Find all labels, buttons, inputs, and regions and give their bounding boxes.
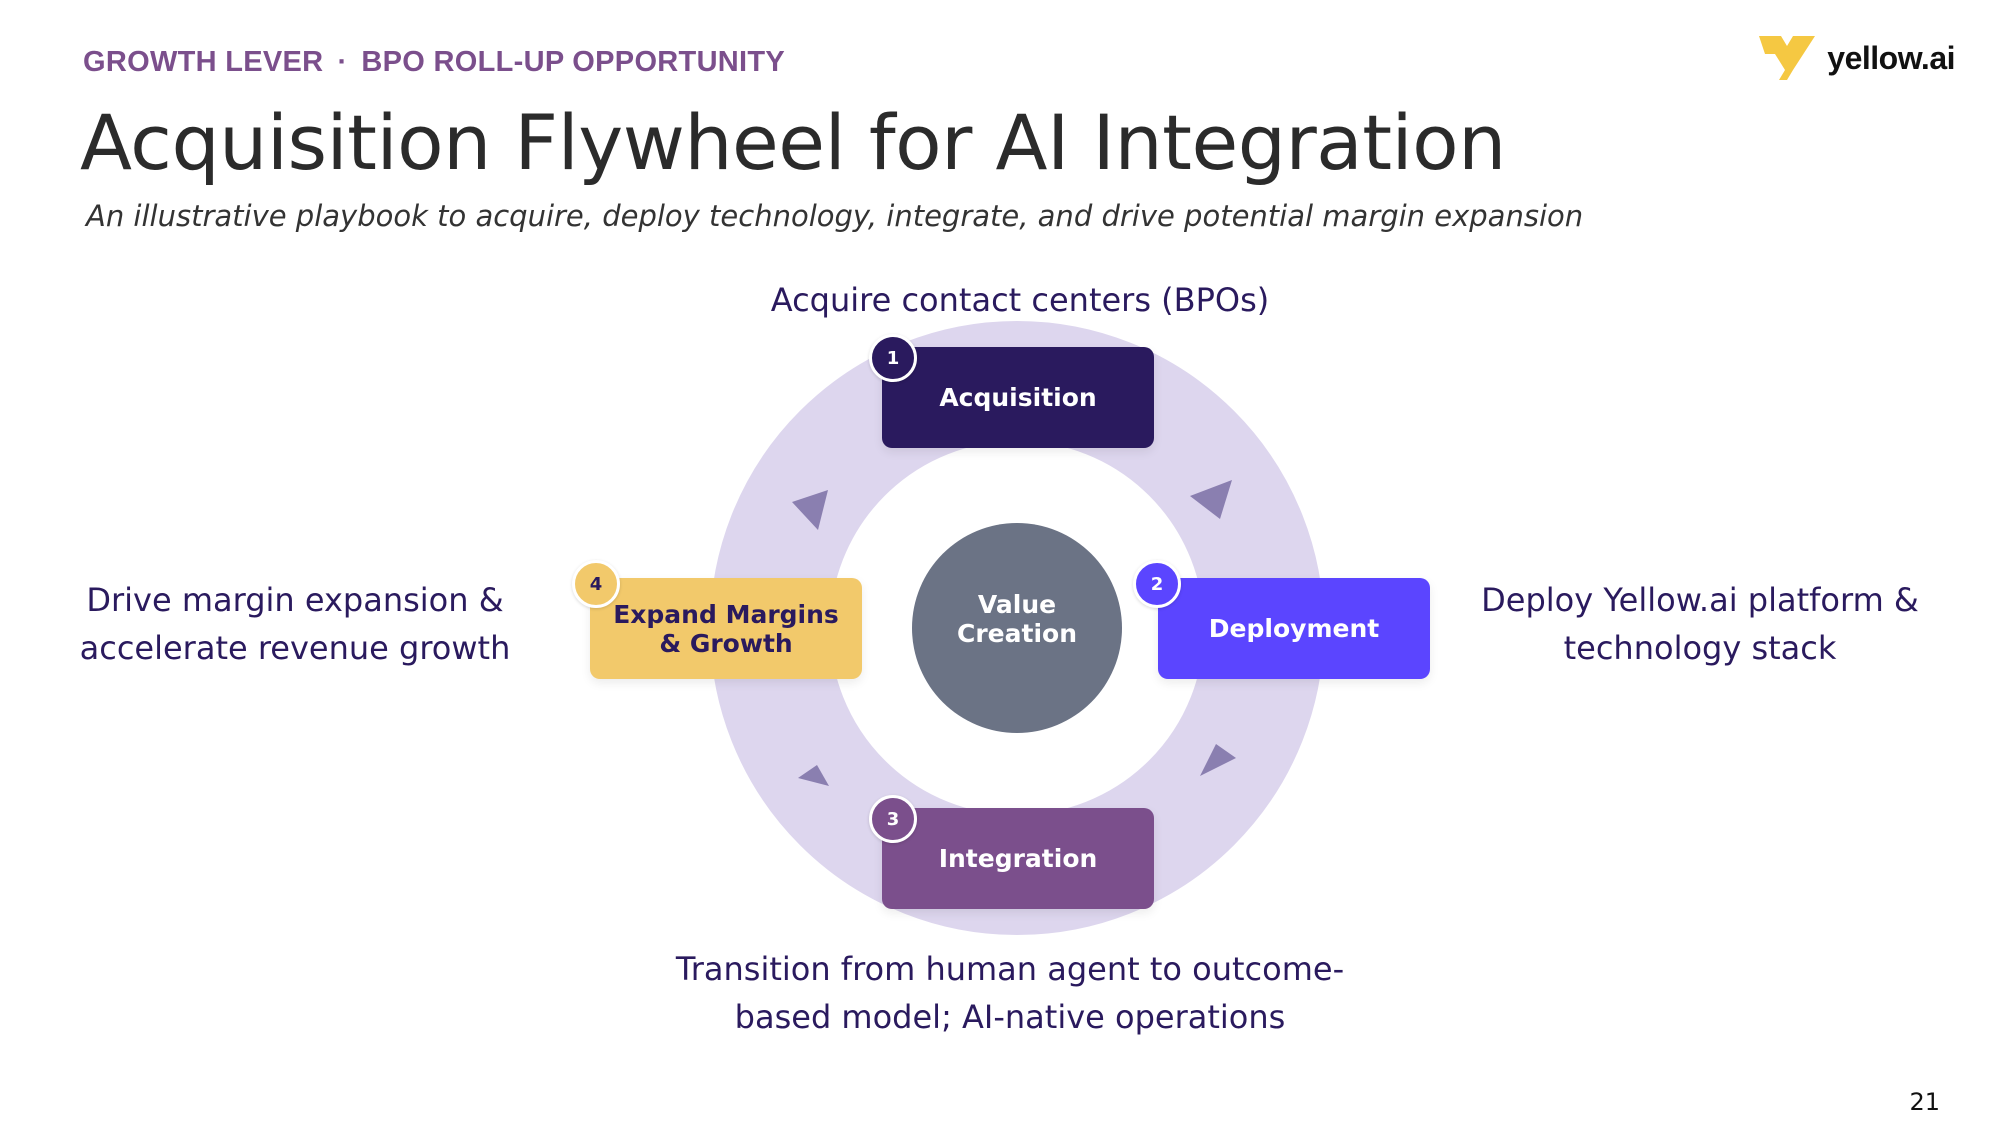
integration-caption-line2: based model; AI-native operations bbox=[734, 998, 1286, 1036]
arrow-deployment-to-integration-icon bbox=[1200, 744, 1236, 776]
integration-caption-line1: Transition from human agent to outcome- bbox=[675, 950, 1345, 988]
value-creation-line2: Creation bbox=[957, 619, 1077, 648]
stage-expand-margins-line2: & Growth bbox=[659, 628, 793, 658]
stage-acquisition: Acquisition bbox=[882, 347, 1154, 448]
expand-margins-caption: Drive margin expansion & accelerate reve… bbox=[50, 576, 540, 672]
step-badge-1: 1 bbox=[869, 334, 917, 382]
step-badge-2: 2 bbox=[1133, 560, 1181, 608]
acquisition-caption: Acquire contact centers (BPOs) bbox=[770, 281, 1270, 319]
company-logo: yellow.ai bbox=[1757, 32, 1955, 84]
logo-text: yellow.ai bbox=[1827, 39, 1955, 76]
integration-caption: Transition from human agent to outcome- … bbox=[610, 945, 1410, 1041]
page-title: Acquisition Flywheel for AI Integration bbox=[80, 98, 1506, 187]
value-creation-label: Value Creation bbox=[911, 590, 1123, 648]
eyebrow-separator: · bbox=[337, 46, 348, 78]
arrow-acquisition-to-deployment-icon bbox=[1190, 480, 1232, 519]
page-subtitle: An illustrative playbook to acquire, dep… bbox=[86, 199, 1584, 233]
deployment-caption-line1: Deploy Yellow.ai platform & bbox=[1481, 581, 1919, 619]
value-creation-line1: Value bbox=[977, 590, 1057, 619]
expand-margins-caption-line2: accelerate revenue growth bbox=[79, 629, 511, 667]
deployment-caption-line2: technology stack bbox=[1563, 629, 1837, 667]
arrow-integration-to-expand-icon bbox=[798, 765, 829, 786]
step-badge-4: 4 bbox=[572, 560, 620, 608]
page-number: 21 bbox=[1909, 1088, 1940, 1116]
stage-deployment: Deployment bbox=[1158, 578, 1430, 679]
step-badge-3: 3 bbox=[869, 795, 917, 843]
yellow-ai-logo-icon bbox=[1759, 36, 1816, 80]
stage-integration: Integration bbox=[882, 808, 1154, 909]
deployment-caption: Deploy Yellow.ai platform & technology s… bbox=[1460, 576, 1940, 672]
eyebrow: GROWTH LEVER · BPO ROLL-UP OPPORTUNITY bbox=[83, 46, 785, 79]
expand-margins-caption-line1: Drive margin expansion & bbox=[86, 581, 504, 619]
stage-expand-margins: Expand Margins & Growth bbox=[590, 578, 862, 679]
stage-expand-margins-line1: Expand Margins bbox=[613, 599, 839, 629]
eyebrow-section: GROWTH LEVER bbox=[83, 46, 324, 78]
arrow-expand-to-acquisition-icon bbox=[792, 490, 828, 530]
value-creation-circle bbox=[912, 523, 1122, 733]
eyebrow-topic: BPO ROLL-UP OPPORTUNITY bbox=[361, 46, 786, 78]
